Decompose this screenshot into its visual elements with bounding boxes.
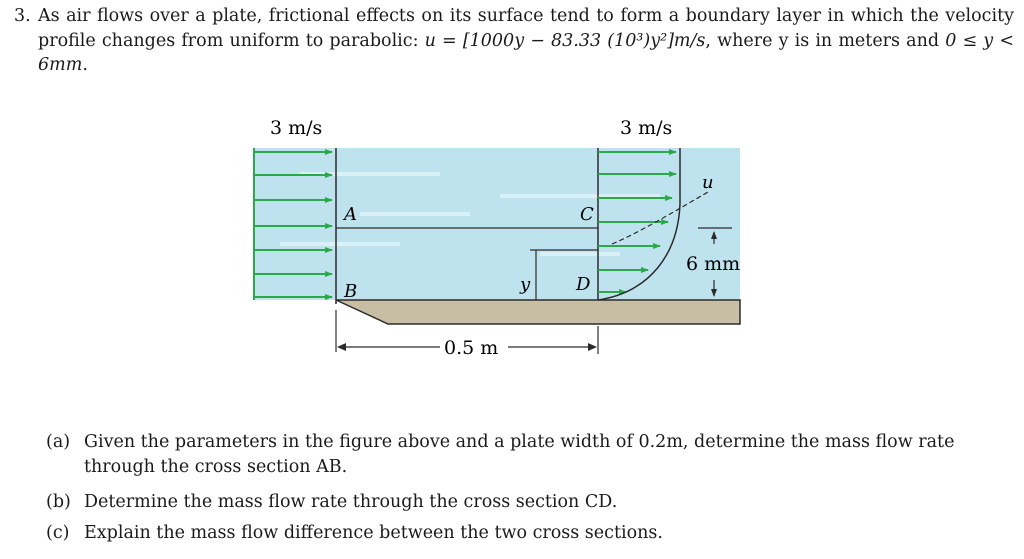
point-b-label: B bbox=[343, 281, 357, 302]
boundary-layer-edge-curve bbox=[611, 191, 709, 245]
problem-text-before: As air flows over a plate, frictional ef… bbox=[38, 6, 1014, 51]
part-text: Explain the mass flow difference between… bbox=[84, 523, 663, 543]
y-label: y bbox=[519, 274, 531, 295]
part-text: Given the parameters in the figure above… bbox=[84, 432, 955, 477]
problem-text-end: . bbox=[82, 55, 88, 75]
air-streak bbox=[280, 172, 660, 256]
velocity-equation: u = [1000y − 83.33 (10³)y²]m/s bbox=[424, 30, 706, 51]
air-region bbox=[254, 148, 740, 300]
boundary-layer-diagram: 3 m/s 3 m/s A B C D y u 6 mm 0.5 m bbox=[253, 117, 741, 359]
part-text: Determine the mass flow rate through the… bbox=[84, 492, 618, 512]
part-label: (a) bbox=[46, 432, 71, 452]
inlet-velocity-label: 3 m/s bbox=[270, 117, 322, 139]
boundary-layer-figure: 3 m/s 3 m/s A B C D y u 6 mm 0.5 m bbox=[240, 104, 760, 374]
u-label: u bbox=[702, 172, 714, 193]
problem-number: 3. bbox=[14, 6, 31, 26]
part-label: (b) bbox=[46, 492, 71, 512]
length-dim-arrowhead-right bbox=[588, 343, 597, 351]
point-d-label: D bbox=[575, 274, 591, 295]
problem-statement: 3. As air flows over a plate, frictional… bbox=[14, 4, 1014, 78]
point-a-label: A bbox=[342, 204, 357, 225]
flat-plate bbox=[335, 299, 741, 325]
length-dim-arrowhead-left bbox=[337, 343, 346, 351]
question-part-c: (c) Explain the mass flow difference bet… bbox=[46, 521, 1018, 546]
outlet-velocity-label: 3 m/s bbox=[620, 117, 672, 139]
y-range: 0 ≤ y < 6mm bbox=[38, 30, 1014, 76]
thickness-label: 6 mm bbox=[686, 253, 740, 275]
velocity-profile-curve bbox=[597, 148, 681, 301]
question-part-b: (b) Determine the mass flow rate through… bbox=[46, 490, 1018, 515]
problem-text: As air flows over a plate, frictional ef… bbox=[38, 4, 1014, 78]
question-part-a: (a) Given the parameters in the figure a… bbox=[46, 430, 1018, 480]
problem-text-after: , where y is in meters and bbox=[705, 30, 946, 51]
length-label: 0.5 m bbox=[444, 337, 498, 359]
point-c-label: C bbox=[580, 204, 594, 225]
question-parts: (a) Given the parameters in the figure a… bbox=[46, 430, 1018, 546]
part-label: (c) bbox=[46, 523, 70, 543]
